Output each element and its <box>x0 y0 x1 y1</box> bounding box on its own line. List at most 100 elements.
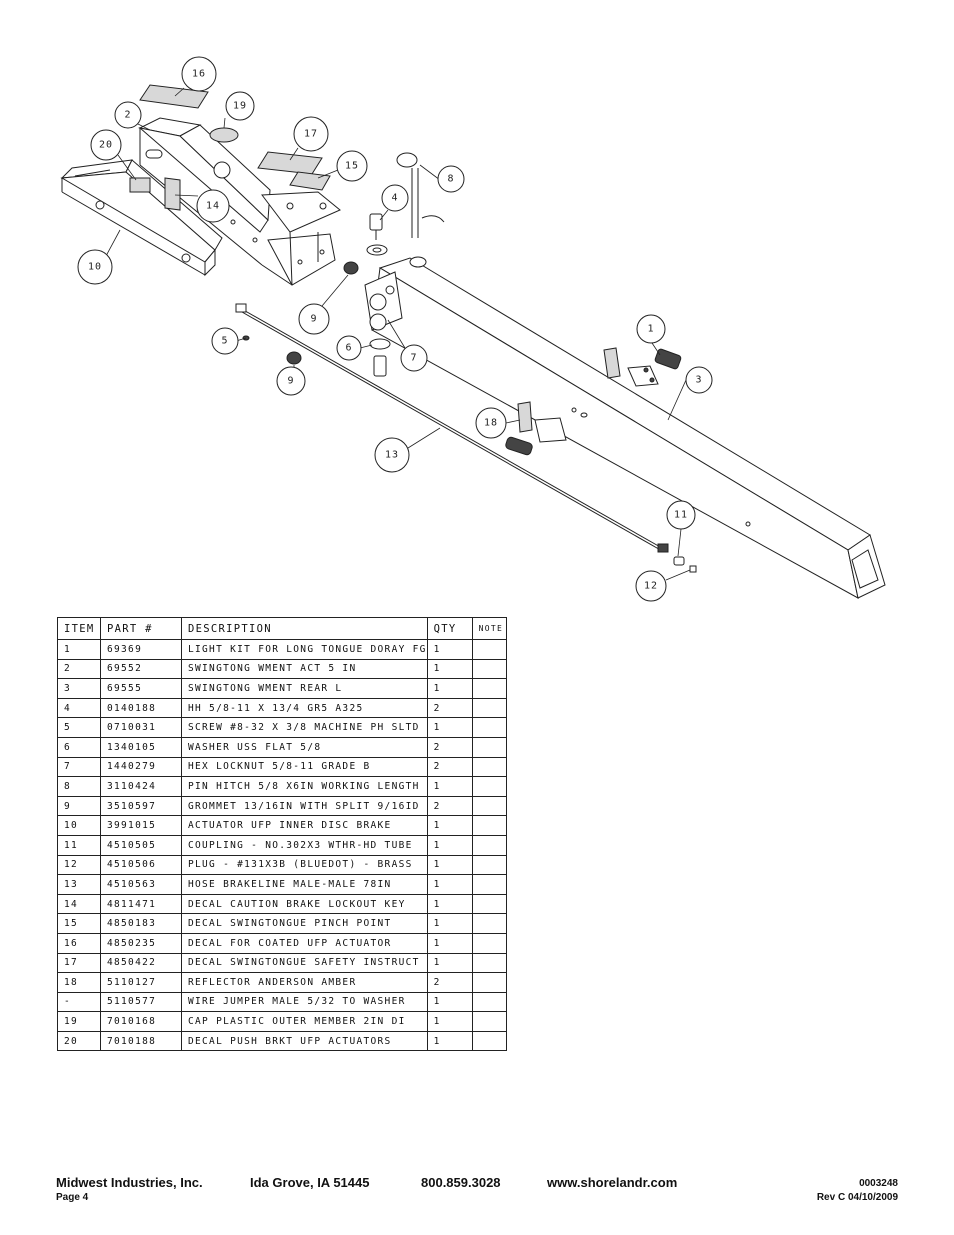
cell-description: DECAL FOR COATED UFP ACTUATOR <box>181 932 428 954</box>
cell-note <box>471 1011 507 1032</box>
cell-qty: 1 <box>426 854 473 876</box>
cell-item: 12 <box>57 854 101 876</box>
cell-description: PIN HITCH 5/8 X6IN WORKING LENGTH <box>181 776 428 797</box>
cell-item: - <box>57 991 101 1013</box>
cell-qty: 2 <box>426 972 473 993</box>
balloon-19: 19 <box>225 91 255 121</box>
cell-item: 10 <box>57 815 101 836</box>
cell-item: 13 <box>57 874 101 895</box>
svg-text:4: 4 <box>391 193 398 204</box>
cell-description: SWINGTONG WMENT ACT 5 IN <box>181 658 428 680</box>
part-brake-hose <box>235 303 697 573</box>
cell-description: GROMMET 13/16IN WITH SPLIT 9/16ID <box>181 795 428 817</box>
cell-part-number: 3110424 <box>100 776 182 797</box>
cell-part-number: 4850422 <box>100 952 182 974</box>
header-qty: QTY <box>426 617 473 640</box>
balloon-18: 18 <box>475 407 507 439</box>
cell-item: 15 <box>57 913 101 934</box>
leaders <box>105 87 691 581</box>
cell-description: WIRE JUMPER MALE 5/32 TO WASHER <box>181 991 428 1013</box>
balloon-16: 16 <box>181 56 217 92</box>
svg-text:12: 12 <box>644 581 658 592</box>
svg-text:17: 17 <box>304 129 318 140</box>
svg-text:1: 1 <box>647 324 654 335</box>
part-swingtongue-weldment-actuator <box>138 117 341 286</box>
cell-note <box>471 874 507 895</box>
decals <box>129 84 331 211</box>
cell-note <box>471 756 507 778</box>
cell-part-number: 4850235 <box>100 932 182 954</box>
cell-item: 19 <box>57 1011 101 1032</box>
cell-item: 18 <box>57 972 101 993</box>
cell-note <box>471 932 507 954</box>
cell-qty: 1 <box>426 932 473 954</box>
cell-description: HEX LOCKNUT 5/8-11 GRADE B <box>181 756 428 778</box>
cell-item: 17 <box>57 952 101 974</box>
svg-text:19: 19 <box>233 101 247 112</box>
svg-text:10: 10 <box>88 262 102 273</box>
balloon-12: 12 <box>635 570 667 602</box>
cell-description: ACTUATOR UFP INNER DISC BRAKE <box>181 815 428 836</box>
footer-city: Ida Grove, IA 51445 <box>250 1175 370 1190</box>
cell-description: DECAL SWINGTONGUE PINCH POINT <box>181 913 428 934</box>
cell-note <box>471 913 507 934</box>
balloon-17: 17 <box>293 116 329 152</box>
footer-company: Midwest Industries, Inc. <box>56 1175 203 1190</box>
header-item: ITEM <box>57 617 101 640</box>
cell-part-number: 4510505 <box>100 834 182 856</box>
cell-part-number: 0140188 <box>100 697 182 719</box>
cell-item: 4 <box>57 697 101 719</box>
cell-qty: 2 <box>426 756 473 778</box>
lights-reflectors <box>505 347 682 456</box>
balloon-6: 6 <box>336 335 362 361</box>
cell-qty: 2 <box>426 736 473 758</box>
cell-description: HOSE BRAKELINE MALE-MALE 78IN <box>181 874 428 895</box>
balloon-7: 7 <box>400 344 428 372</box>
cell-part-number: 4510563 <box>100 874 182 895</box>
cell-note <box>471 854 507 876</box>
svg-text:5: 5 <box>221 336 228 347</box>
cell-note <box>471 815 507 836</box>
cell-item: 9 <box>57 795 101 817</box>
balloon-10: 10 <box>77 249 113 285</box>
balloon-1: 1 <box>636 314 666 344</box>
cell-description: SCREW #8-32 X 3/8 MACHINE PH SLTD <box>181 717 428 738</box>
cell-qty: 2 <box>426 697 473 719</box>
cell-item: 6 <box>57 736 101 758</box>
svg-text:15: 15 <box>345 161 359 172</box>
cell-item: 11 <box>57 834 101 856</box>
cell-qty: 1 <box>426 913 473 934</box>
cell-qty: 1 <box>426 834 473 856</box>
cell-note <box>471 678 507 699</box>
cell-note <box>471 736 507 758</box>
cell-note <box>471 697 507 719</box>
cell-part-number: 69555 <box>100 678 182 699</box>
cell-part-number: 3510597 <box>100 795 182 817</box>
cell-note <box>471 795 507 817</box>
balloon-8: 8 <box>437 165 465 193</box>
decal-17 <box>257 151 323 175</box>
header-part-number: PART # <box>100 617 182 640</box>
cell-qty: 1 <box>426 1030 473 1052</box>
cell-description: CAP PLASTIC OUTER MEMBER 2IN DI <box>181 1011 428 1032</box>
cell-part-number: 4811471 <box>100 893 182 915</box>
footer-website[interactable]: www.shorelandr.com <box>547 1175 678 1190</box>
cell-note <box>471 834 507 856</box>
cell-qty: 1 <box>426 1011 473 1032</box>
cell-item: 8 <box>57 776 101 797</box>
balloon-4: 4 <box>381 184 409 212</box>
svg-text:18: 18 <box>484 418 498 429</box>
balloon-9-upper: 9 <box>298 303 330 335</box>
diagram-svg: 16 2 19 20 17 15 8 4 14 10 9 1 5 6 7 3 9… <box>60 56 886 602</box>
cell-note <box>471 893 507 915</box>
